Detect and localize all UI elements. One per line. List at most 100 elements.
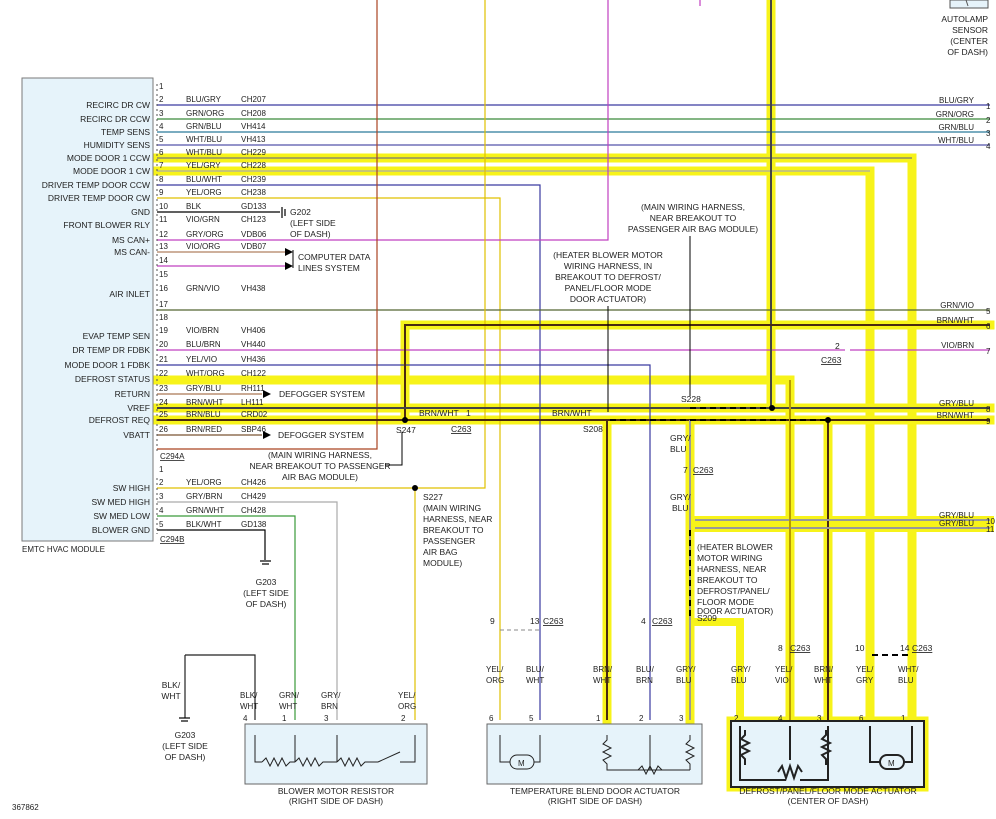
s227-7: MODULE) xyxy=(423,558,462,568)
right-num-1: 1 xyxy=(986,102,991,111)
right-num-4: 4 xyxy=(986,142,991,151)
c263-p10: 10 xyxy=(855,643,865,653)
autolamp-line-2: SENSOR xyxy=(952,25,988,35)
pin-a-circuit-2: CH207 xyxy=(241,95,266,104)
right-label-11: GRY/BLU xyxy=(939,519,974,528)
pin-a-9: 9 xyxy=(159,188,164,197)
right-num-10: 10 xyxy=(986,517,995,526)
pin-a-16: 16 xyxy=(159,284,168,293)
temp_actuator-pin-4: 3 xyxy=(679,714,684,723)
c263-mid: C263 xyxy=(451,424,472,434)
temp_actuator-wire-4-l2: BLU xyxy=(676,676,692,685)
pin-a-circuit-12: VDB06 xyxy=(241,230,267,239)
hhr-1: (HEATER BLOWER xyxy=(697,542,773,552)
pin-a-color-12: GRY/ORG xyxy=(186,230,224,239)
g203-left-label: G203 (LEFT SIDE OF DASH) xyxy=(243,577,289,609)
blower_resistor-wire-2-l2: BRN xyxy=(321,702,338,711)
g203l-2: (LEFT SIDE xyxy=(243,588,289,598)
c263-b4: C263 xyxy=(912,643,933,653)
pin-a-circuit-11: CH123 xyxy=(241,215,266,224)
c263-p4: 4 xyxy=(641,616,646,626)
blower_resistor-wire-3-l2: ORG xyxy=(398,702,416,711)
temp-actuator-internals xyxy=(499,735,696,776)
pin-a-label-2: RECIRC DR CW xyxy=(86,100,150,110)
pin-a-circuit-9: CH238 xyxy=(241,188,266,197)
right-num-9: 9 xyxy=(986,417,991,426)
right-label-1: BLU/GRY xyxy=(939,96,975,105)
pin-a-circuit-4: VH414 xyxy=(241,122,266,131)
temp_actuator-pin-0: 6 xyxy=(489,714,494,723)
pin-a-label-19: EVAP TEMP SEN xyxy=(83,331,150,341)
wire-mid-grybl-b-l2: BLU xyxy=(672,503,689,513)
computer-data-line-2: LINES SYSTEM xyxy=(298,263,360,273)
br-title-1: BLOWER MOTOR RESISTOR xyxy=(278,786,394,796)
splice-s228: S228 xyxy=(681,394,701,404)
pin-a-color-21: YEL/VIO xyxy=(186,355,217,364)
pin-b-3: 3 xyxy=(159,492,164,501)
pin-a-circuit-10: GD133 xyxy=(241,202,267,211)
blower_resistor-wire-2-l1: GRY/ xyxy=(321,691,341,700)
right-num-6: 6 xyxy=(986,322,991,331)
defogger-arrow-1 xyxy=(263,390,271,398)
pin-a-color-6: WHT/BLU xyxy=(186,148,222,157)
wire-mid-brnwht-b: BRN/WHT xyxy=(552,408,592,418)
c263-right: C263 xyxy=(821,355,842,365)
mode_actuator-pin-0: 2 xyxy=(734,714,739,723)
ta-title-2: (RIGHT SIDE OF DASH) xyxy=(548,796,642,806)
temp-actuator-title: TEMPERATURE BLEND DOOR ACTUATOR (RIGHT S… xyxy=(510,786,680,806)
pin-a-color-13: VIO/ORG xyxy=(186,242,220,251)
mode_actuator-pin-1: 4 xyxy=(778,714,783,723)
mode-motor-label: M xyxy=(888,759,895,768)
pin-a-15: 15 xyxy=(159,270,168,279)
s227-1: S227 xyxy=(423,492,443,502)
mode-actuator-internals xyxy=(738,726,913,782)
pin-a-label-20: DR TEMP DR FDBK xyxy=(72,345,150,355)
right-label-4: WHT/BLU xyxy=(938,136,974,145)
right-wire-labels: BLU/GRY1GRN/ORG2GRN/BLU3WHT/BLU4GRN/VIO5… xyxy=(936,96,996,534)
pin-a-label-10: GND xyxy=(131,207,150,217)
pin-a-circuit-6: CH229 xyxy=(241,148,266,157)
connector-c294a: C294A xyxy=(160,452,185,461)
pin-a-18: 18 xyxy=(159,313,168,322)
pin-a-circuit-13: VDB07 xyxy=(241,242,267,251)
ma-title-1: DEFROST/PANEL/FLOOR MODE ACTUATOR xyxy=(739,786,917,796)
ma-title-2: (CENTER OF DASH) xyxy=(788,796,869,806)
pin-a-8: 8 xyxy=(159,175,164,184)
pin-a-6: 6 xyxy=(159,148,164,157)
mode_actuator-wire-1-l1: YEL/ xyxy=(775,665,793,674)
blower_resistor-wire-1-l2: WHT xyxy=(279,702,297,711)
g203-left-symbol xyxy=(260,560,271,565)
c263-bottom-labels: 9 13 C263 4 C263 8 C263 10 14 C263 xyxy=(490,616,933,653)
right-label-7: VIO/BRN xyxy=(941,341,974,350)
pin-a-circuit-8: CH239 xyxy=(241,175,266,184)
right-label-5: GRN/VIO xyxy=(940,301,974,310)
hhr-5: DEFROST/PANEL/ xyxy=(697,586,770,596)
blower-resistor-box xyxy=(244,723,428,785)
hhr-7: DOOR ACTUATOR) xyxy=(697,606,773,616)
pin-a-color-23: GRY/BLU xyxy=(186,384,221,393)
s227-note: S227 (MAIN WIRING HARNESS, NEAR BREAKOUT… xyxy=(423,492,492,568)
br-title-2: (RIGHT SIDE OF DASH) xyxy=(289,796,383,806)
blower_resistor-pin-1: 1 xyxy=(282,714,287,723)
hht-5: DOOR ACTUATOR) xyxy=(570,294,646,304)
pin-a-circuit-5: VH413 xyxy=(241,135,266,144)
blower_resistor-wire-0-l2: WHT xyxy=(240,702,258,711)
mode_actuator-wire-4-l1: WHT/ xyxy=(898,665,919,674)
pin-a-label-5: HUMIDITY SENS xyxy=(84,140,151,150)
wire-mid-grybl-a-l1: GRY/ xyxy=(670,433,691,443)
right-num-11: 11 xyxy=(986,525,995,534)
pin-b-circuit-5: GD138 xyxy=(241,520,267,529)
mhb-leader xyxy=(385,432,403,466)
right-label-3: GRN/BLU xyxy=(938,123,974,132)
right-label-8: GRY/BLU xyxy=(939,399,974,408)
hht-1: (HEATER BLOWER MOTOR xyxy=(553,250,663,260)
pin-a-color-19: VIO/BRN xyxy=(186,326,219,335)
hht-3: BREAKOUT TO DEFROST/ xyxy=(555,272,661,282)
main-harness-bottom-note: (MAIN WIRING HARNESS, NEAR BREAKOUT TO P… xyxy=(249,450,390,482)
g203-left-wire-label: BLK/ WHT xyxy=(161,680,181,701)
pin-b-2: 2 xyxy=(159,478,164,487)
pin-a-circuit-7: CH228 xyxy=(241,161,266,170)
